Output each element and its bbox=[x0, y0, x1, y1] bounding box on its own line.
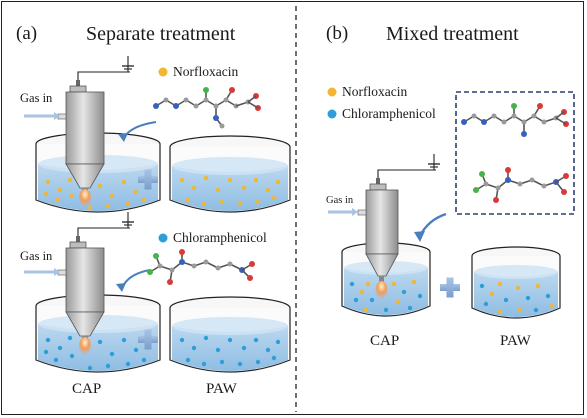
plus-icon-top bbox=[138, 169, 158, 190]
legend-dot-chloramphenicol-b bbox=[327, 109, 337, 119]
mixed-dots-cap-b bbox=[349, 279, 423, 313]
panel-b-legend-chloramphenicol: Chloramphenicol bbox=[342, 106, 436, 121]
chloramphenicol-dots-paw-bottom bbox=[179, 335, 281, 367]
plus-icon-b bbox=[440, 277, 460, 298]
panel-b-gas-label: Gas in bbox=[326, 195, 354, 206]
gas-inlet-arrow-icon-top bbox=[24, 112, 60, 120]
ground-symbol-icon-top bbox=[122, 56, 134, 73]
panel-a-bottom-gas-label: Gas in bbox=[20, 249, 53, 263]
panel-b-paw-label: PAW bbox=[500, 333, 531, 349]
molecule-icon-chloramphenicol-b bbox=[473, 167, 569, 203]
molecule-icon-norfloxacin-b bbox=[461, 103, 569, 137]
panel-a-title: Separate treatment bbox=[86, 23, 236, 45]
chloramphenicol-dots-cap-bottom bbox=[43, 335, 151, 371]
panel-b-title: Mixed treatment bbox=[386, 23, 519, 45]
panel-b-setup bbox=[327, 87, 575, 319]
panel-b-cap-label: CAP bbox=[370, 333, 400, 349]
beaker-paw-b bbox=[471, 246, 561, 319]
panel-b-letter: (b) bbox=[326, 23, 349, 44]
norfloxacin-legend-dot bbox=[158, 67, 168, 77]
panel-b-legend-norfloxacin: Norfloxacin bbox=[342, 84, 408, 99]
molecule-icon-norfloxacin-top bbox=[153, 87, 261, 129]
panel-a-cap-label: CAP bbox=[72, 381, 102, 397]
ground-symbol-icon-bottom bbox=[122, 212, 134, 229]
panel-a-bottom-legend-label: Chloramphenicol bbox=[173, 230, 267, 245]
panel-a-top-gas-label: Gas in bbox=[20, 91, 53, 105]
plasma-jet-icon-top bbox=[24, 56, 134, 207]
plasma-jet-icon-b bbox=[357, 154, 440, 299]
ground-symbol-icon-b bbox=[428, 154, 440, 171]
gas-inlet-arrow-icon-b bbox=[328, 208, 358, 216]
molecule-box bbox=[455, 91, 575, 215]
molecule-icon-chloramphenicol-bottom bbox=[147, 249, 255, 285]
mixed-dots-paw-b bbox=[479, 281, 555, 315]
chloramphenicol-legend-dot bbox=[158, 233, 168, 243]
norfloxacin-dots-cap-top bbox=[43, 177, 151, 211]
panel-a-bottom-setup bbox=[24, 212, 291, 373]
panel-a-top-setup bbox=[24, 56, 291, 213]
panel-a-letter: (a) bbox=[16, 23, 38, 44]
legend-dot-norfloxacin-b bbox=[327, 87, 337, 97]
panel-a-paw-label: PAW bbox=[206, 381, 237, 397]
panel-a-top-legend-label: Norfloxacin bbox=[173, 64, 239, 79]
gas-inlet-arrow-icon-bottom bbox=[24, 268, 60, 276]
curved-arrow-icon-bottom bbox=[121, 269, 151, 289]
plasma-jet-icon-bottom bbox=[24, 212, 134, 355]
plus-icon-bottom bbox=[138, 329, 158, 350]
norfloxacin-dots-paw-top bbox=[179, 175, 281, 207]
